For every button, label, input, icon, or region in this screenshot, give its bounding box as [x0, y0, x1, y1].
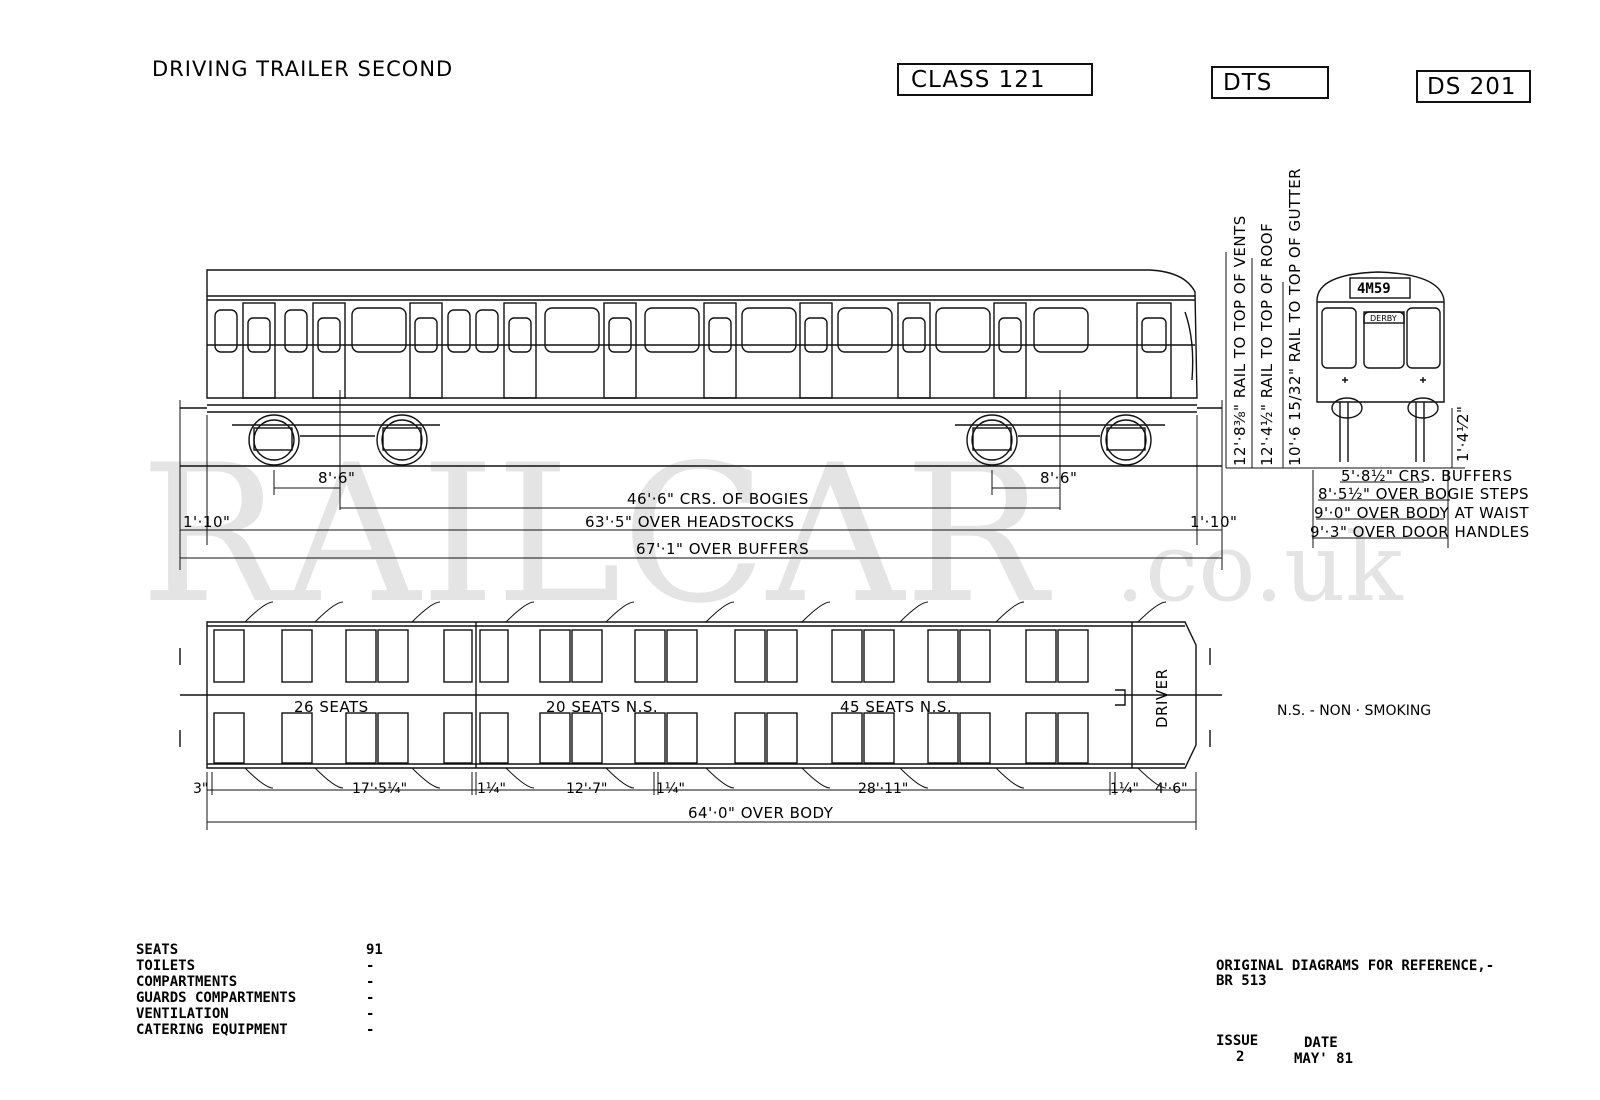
saloon1-length: 17'·5¼" — [352, 781, 407, 797]
reference-line2: BR 513 — [1216, 973, 1267, 989]
partition1-dim: 1¼" — [477, 781, 506, 797]
cab-length: 4'·6" — [1155, 781, 1188, 797]
buffer-height-label: 1'·4⅟2" — [1454, 406, 1472, 462]
summary-value: - — [366, 974, 374, 990]
plan-view — [179, 601, 1222, 789]
saloon2-length: 12'·7" — [566, 781, 607, 797]
saloon3-seats: 45 SEATS N.S. — [840, 698, 952, 716]
side-doors — [242, 302, 1172, 399]
driver-cab-label: DRIVER — [1153, 668, 1171, 728]
watermark-main: RAILCAR — [140, 424, 1052, 645]
end-wall-dim: 3" — [193, 781, 208, 797]
over-buffers-label: 67'·1" OVER BUFFERS — [636, 540, 809, 558]
side-windows — [214, 307, 1194, 381]
headcode-display: 4M59 — [1357, 281, 1391, 297]
diagram-number-label: DS 201 — [1427, 74, 1517, 100]
buffer-centres-label: 5'·8½" CRS. BUFFERS — [1341, 467, 1513, 485]
plan-dimensions — [206, 772, 1197, 830]
side-dimension-labels: 8'·6" 8'·6" 46'·6" CRS. OF BOGIES 1'·10"… — [183, 469, 1237, 558]
side-dimensions — [179, 390, 1223, 570]
saloon3-length: 28'·11" — [858, 781, 908, 797]
end-elevation — [1316, 271, 1445, 462]
side-elevation — [180, 269, 1222, 467]
summary-label: CATERING EQUIPMENT — [136, 1022, 288, 1038]
rail-to-gutter-label: 10'·6 15/32" RAIL TO TOP OF GUTTER — [1286, 168, 1304, 466]
type-box: DTS — [1211, 66, 1329, 99]
side-bogie-right — [955, 414, 1165, 466]
summary-table: SEATS 91 TOILETS - COMPARTMENTS - GUARDS… — [136, 942, 383, 1038]
summary-label: GUARDS COMPARTMENTS — [136, 990, 296, 1006]
summary-label: COMPARTMENTS — [136, 974, 237, 990]
date-value: MAY' 81 — [1294, 1051, 1353, 1067]
summary-label: TOILETS — [136, 958, 195, 974]
plan-dimension-labels: 3" 17'·5¼" 1¼" 12'·7" 1¼" 28'·11" 1¼" 4'… — [193, 781, 1188, 822]
plan-seats-upper — [213, 629, 1089, 683]
end-dimension-labels: 12'·8⅜" RAIL TO TOP OF VENTS 12'·4½" RAI… — [1231, 168, 1530, 541]
over-headstocks-label: 63'·5" OVER HEADSTOCKS — [585, 513, 795, 531]
class-label: CLASS 121 — [911, 67, 1046, 93]
bogie-centres-label: 46'·6" CRS. OF BOGIES — [627, 490, 809, 508]
reference-line1: ORIGINAL DIAGRAMS FOR REFERENCE,- — [1216, 958, 1494, 974]
summary-value: - — [366, 1006, 374, 1022]
page-title: DRIVING TRAILER SECOND — [152, 57, 453, 81]
type-label: DTS — [1223, 70, 1272, 96]
class-box: CLASS 121 — [897, 63, 1093, 96]
rail-to-roof-label: 12'·4½" RAIL TO TOP OF ROOF — [1258, 223, 1276, 466]
rail-to-vents-label: 12'·8⅜" RAIL TO TOP OF VENTS — [1231, 215, 1249, 466]
plan-labels: 26 SEATS 20 SEATS N.S. 45 SEATS N.S. DRI… — [294, 668, 1171, 728]
issue-value: 2 — [1236, 1049, 1244, 1065]
watermark: RAILCAR .co.uk — [140, 424, 1404, 645]
bogie-wheelbase-left: 8'·6" — [318, 469, 355, 487]
summary-value: 91 — [366, 942, 383, 958]
summary-value: - — [366, 958, 374, 974]
partition2-dim: 1¼" — [656, 781, 685, 797]
diagram-number-box: DS 201 — [1416, 70, 1531, 103]
watermark-suffix: .co.uk — [1115, 513, 1404, 623]
body-waist-label: 9'·0" OVER BODY AT WAIST — [1314, 504, 1529, 522]
bogie-steps-label: 8'·5½" OVER BOGIE STEPS — [1318, 485, 1529, 503]
saloon1-seats: 26 SEATS — [294, 698, 369, 716]
summary-value: - — [366, 990, 374, 1006]
partition3-dim: 1¼" — [1110, 781, 1139, 797]
buffer-length-left: 1'·10" — [183, 513, 230, 531]
reference-block: ORIGINAL DIAGRAMS FOR REFERENCE,- BR 513… — [1216, 958, 1494, 1067]
buffer-length-right: 1'·10" — [1190, 513, 1237, 531]
door-handles-label: 9'·3" OVER DOOR HANDLES — [1310, 523, 1530, 541]
destination-blind: DERBY — [1370, 314, 1397, 323]
summary-label: SEATS — [136, 942, 178, 958]
end-dimensions — [1225, 252, 1465, 548]
side-bogie-left — [232, 414, 440, 466]
saloon2-seats: 20 SEATS N.S. — [546, 698, 658, 716]
bogie-wheelbase-right: 8'·6" — [1040, 469, 1077, 487]
issue-label: ISSUE — [1216, 1033, 1258, 1049]
summary-value: - — [366, 1022, 374, 1038]
summary-label: VENTILATION — [136, 1006, 229, 1022]
date-label: DATE — [1304, 1035, 1338, 1051]
plan-seats-lower — [213, 712, 1089, 764]
over-body-label: 64'·0" OVER BODY — [688, 804, 834, 822]
non-smoking-note: N.S. - NON · SMOKING — [1277, 703, 1431, 719]
plan-door-swings — [244, 601, 1167, 789]
